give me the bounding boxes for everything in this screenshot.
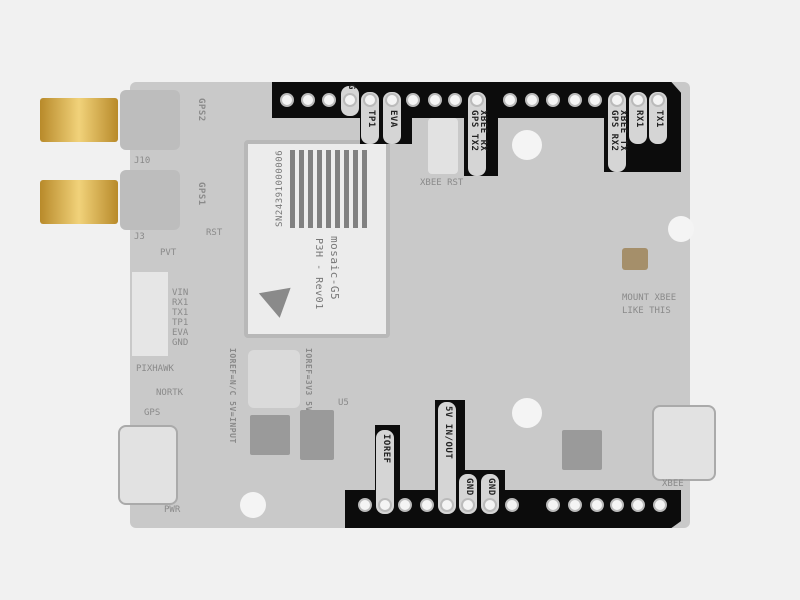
usb-c-gps-port [118,425,178,505]
header-pin [503,93,517,107]
header-pin [343,93,357,107]
header-pin [525,93,539,107]
header-pin [385,93,399,107]
pin-label-5v: 5V IN/OUT [443,406,453,460]
header-pin [461,498,475,512]
label-xbee: XBEE [662,479,684,489]
header-pin [448,93,462,107]
pin-pill-5v [438,402,456,514]
header-pin [378,498,392,512]
header-pin [588,93,602,107]
label-u5: U5 [338,398,349,408]
mounting-hole [512,398,542,428]
label-pvt: PVT [160,248,177,258]
pin-label-gnd: GND [464,478,474,496]
pin-label-gps-rx2: GPS RX2 [609,110,619,152]
pin-label: EVA [172,328,189,338]
sma-connector-j3 [40,180,118,224]
label-xbee-rst: XBEE RST [420,178,464,188]
header-pin [363,93,377,107]
mounting-hole [512,130,542,160]
mount-note: MOUNT XBEE LIKE THIS [622,293,677,316]
pin-label-xbee-tx: XBEE TX [618,110,628,152]
usb-c-xbee-port [652,405,716,481]
chip-u5 [300,410,334,460]
qr-code [290,150,368,228]
pin-pill-xbee-rx [468,92,486,176]
pin-label-eva: EVA [388,110,398,128]
switch-label-left: IOREF=N/C 5V=INPUT [228,348,237,444]
chip-u6 [562,430,602,470]
header-pin [610,93,624,107]
pin-label: TX1 [172,308,189,318]
header-pin [483,498,497,512]
label-gps2: GPS2 [196,98,206,122]
crystal [622,248,648,270]
mounting-hole [668,216,694,242]
header-pin [631,93,645,107]
header-pin [420,498,434,512]
header-pin [546,93,560,107]
xbee-reset-button[interactable] [428,118,458,174]
pin-label-gnd: GND [486,478,496,496]
header-pin [568,93,582,107]
pin-label-ioref: IOREF [381,434,391,464]
header-pin [470,93,484,107]
label-gps1: GPS1 [196,182,206,206]
label-pwr: PWR [164,505,181,515]
pin-pill-xbee-tx [608,92,626,172]
mounting-hole [240,492,266,518]
module-revision: P3H - Rev01 [313,238,324,310]
pin-label: RX1 [172,298,189,308]
pin-label-g: G [346,84,356,90]
module-serial: SN24391000006 [275,150,285,227]
header-pin [546,498,560,512]
pin-pill-ioref [376,430,394,514]
pin-label: VIN [172,288,189,298]
label-pixhawk: PIXHAWK [136,364,174,374]
connector-base-j3 [120,170,180,230]
sma-connector-j10 [40,98,118,142]
pin-label-tp1: TP1 [366,110,376,128]
pin-label-tx1: TX1 [654,110,664,128]
module-brand: mosaic-G5 [328,236,341,301]
label-rst: RST [206,228,223,238]
header-pin [590,498,604,512]
header-pin [398,498,412,512]
pixhawk-connector [132,272,168,356]
label-nortk: NORTK [156,388,184,398]
header-pin [568,498,582,512]
label-gps: GPS [144,408,161,418]
pin-label: GND [172,338,189,348]
diode-array [250,415,290,455]
label-j10: J10 [134,156,151,166]
ioref-switch [248,350,300,408]
bottom-header-chamfer [665,490,681,528]
header-pin [505,498,519,512]
header-pin [358,498,372,512]
header-pin [440,498,454,512]
header-pin [280,93,294,107]
header-pin [406,93,420,107]
header-pin [631,498,645,512]
header-pin [322,93,336,107]
pin-label: TP1 [172,318,189,328]
header-pin [428,93,442,107]
label-j3: J3 [134,232,145,242]
connector-base-j10 [120,90,180,150]
header-pin [301,93,315,107]
pin-label-gps-tx2: GPS TX2 [469,110,479,152]
header-pin [610,498,624,512]
pin-label-rx1: RX1 [634,110,644,128]
pin-label-xbee-rx: XBEE RX [478,110,488,152]
header-pin [653,498,667,512]
header-pin [651,93,665,107]
switch-label-right: IOREF=3V3 5V=OUTPUT [304,348,313,450]
